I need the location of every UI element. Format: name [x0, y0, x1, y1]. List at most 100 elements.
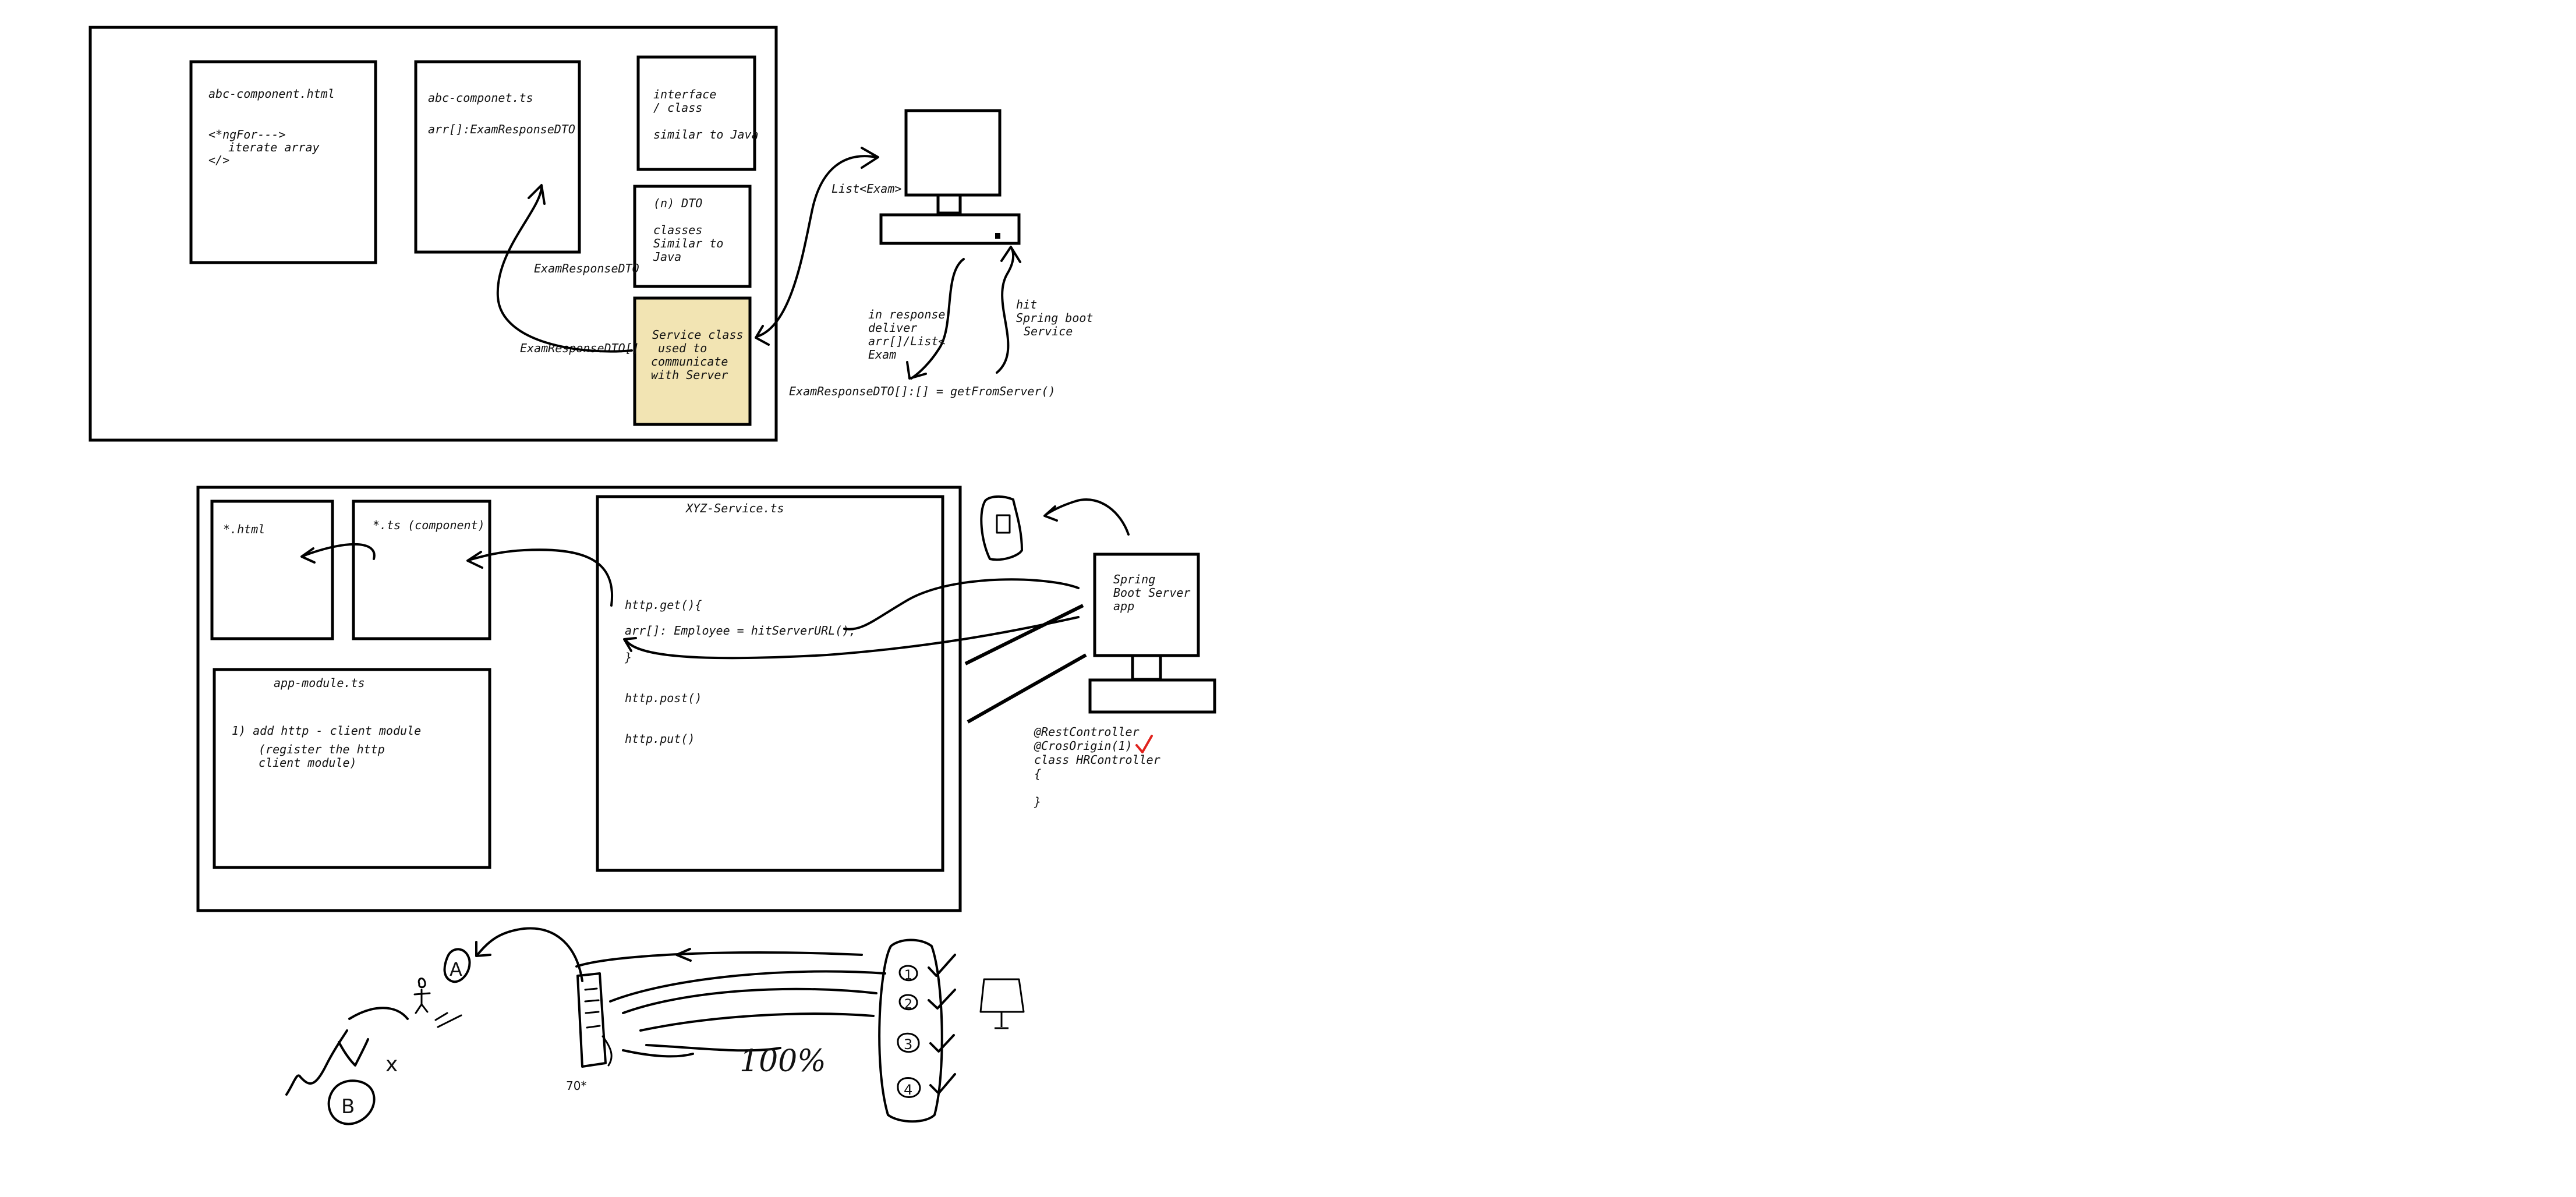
check-4-box	[897, 1077, 921, 1098]
arrow-to-b	[348, 1007, 409, 1020]
server-computer: Spring Boot Server app	[1088, 553, 1216, 714]
xyz-service-title: XYZ-Service.ts	[685, 501, 784, 515]
hit-line1: hit	[1016, 298, 1037, 311]
service-line4: with Server	[651, 368, 728, 382]
dto-line4: Java	[653, 250, 681, 264]
response-line2: deliver	[868, 321, 917, 335]
check-2-box	[898, 994, 918, 1011]
hundred-small: 70*	[566, 1079, 586, 1093]
dto-box	[633, 185, 752, 288]
top-computer	[879, 109, 1021, 245]
arrow-arr-return-head	[623, 637, 637, 652]
arrow-arc-to-a	[476, 927, 583, 982]
abc-html-box	[189, 60, 377, 264]
arrow-hit	[996, 246, 1015, 374]
code-line4: {	[1034, 767, 1041, 781]
service-line3: communicate	[651, 355, 728, 369]
arrow-server-to-arr	[843, 578, 1080, 631]
ts-component-box	[352, 500, 491, 640]
abc-html-line2: iterate array	[228, 140, 320, 154]
abc-html-title: abc-component.html	[208, 87, 335, 101]
abc-html-line3: </>	[208, 153, 229, 167]
server-stand	[1131, 654, 1162, 681]
label-exam-response-dto-array: ExamResponseDTO[]	[520, 341, 639, 355]
server-line1: Spring	[1113, 572, 1155, 586]
server-line2: Boot Server	[1113, 586, 1190, 600]
circle-a	[443, 948, 471, 983]
middle-frame-group: *.html *.ts (component) app-module.ts 1)…	[196, 486, 962, 912]
middle-outer-frame	[196, 486, 962, 912]
dto-line3: Similar to	[653, 236, 723, 250]
label-list-exam: List<Exam>	[831, 182, 901, 196]
abc-html-line1: <*ngFor--->	[208, 128, 285, 141]
response-line3: arr[]/List<	[868, 334, 945, 348]
server-monitor	[1093, 553, 1200, 657]
service-line2: used to	[658, 341, 707, 355]
label-exam-response-dto: ExamResponseDTO	[534, 261, 639, 275]
phone-inner	[996, 514, 1011, 534]
sketch-stroke-1	[609, 970, 886, 1003]
check-3-num: 3	[904, 1036, 912, 1053]
dto-line2: classes	[653, 223, 702, 237]
arrow-ts-to-html-head	[300, 547, 316, 564]
sketch-stroke-3	[639, 1012, 875, 1032]
tall-object	[576, 972, 607, 1068]
check-1-box	[898, 965, 918, 982]
arrow-response	[910, 258, 965, 380]
sketch-stroke-5	[622, 1049, 694, 1058]
checklist-outline	[878, 939, 943, 1123]
arrow-to-phone-head	[1043, 505, 1058, 522]
arrow-service-to-ts	[496, 185, 633, 353]
hit-line2: Spring boot	[1016, 311, 1093, 325]
big-check-2	[338, 1038, 369, 1067]
code-line1: @RestController	[1034, 725, 1140, 739]
service-class-box	[633, 296, 752, 426]
arrow-service-to-ts-head	[528, 184, 546, 205]
arrow-ts-to-html	[302, 543, 376, 560]
arrow-xyz-to-ts	[468, 548, 614, 607]
top-outer-frame	[89, 26, 778, 442]
abc-ts-line1: arr[]:ExamResponseDTO	[428, 122, 575, 136]
sketch-stroke-2	[622, 987, 877, 1014]
html-box-label: *.html	[223, 522, 265, 536]
arrow-response-head	[906, 361, 927, 380]
top-computer-led	[995, 233, 1000, 239]
check-4-mark	[929, 1073, 956, 1095]
top-computer-base	[879, 213, 1021, 245]
xyz-http-post: http.post()	[625, 691, 702, 705]
sketch-stroke-4	[645, 1044, 781, 1052]
xyz-close: }	[624, 650, 632, 664]
interface-line3: similar to Java	[653, 128, 759, 141]
check-1-mark	[928, 954, 956, 977]
app-module-line3: client module)	[259, 756, 357, 770]
tall-object-lines	[584, 987, 601, 1029]
bottom-sketch: A x B 70* 100% 1	[285, 927, 1025, 1125]
check-4-num: 4	[904, 1082, 912, 1098]
response-line4: Exam	[868, 348, 896, 362]
connector-line-2	[967, 653, 1087, 724]
response-line1: in response	[868, 307, 945, 321]
xyz-arr-line: arr[]: Employee = hitServerURL();	[625, 624, 856, 638]
stick-lines	[434, 1012, 462, 1028]
service-line1: Service class	[652, 328, 744, 342]
xyz-service-box	[596, 495, 944, 872]
arrow-xyz-to-ts-head	[466, 551, 483, 569]
html-box	[210, 500, 334, 640]
check-2-mark	[928, 989, 956, 1010]
code-line2: @CrosOrigin(1)	[1034, 739, 1133, 753]
connector-line-1	[964, 604, 1084, 665]
xyz-http-put: http.put()	[625, 732, 695, 746]
code-line5: }	[1034, 795, 1041, 809]
interface-box	[636, 55, 756, 171]
circle-a-label: A	[450, 958, 462, 980]
app-module-title: app-module.ts	[274, 676, 365, 690]
check-2-num: 2	[904, 997, 912, 1012]
circle-b-label: B	[341, 1095, 355, 1118]
dto-line1: (n) DTO	[653, 196, 702, 210]
hit-line3: Service	[1024, 324, 1073, 338]
interface-line2: / class	[653, 101, 702, 115]
arrow-service-to-computer	[756, 155, 877, 338]
phone-doodle	[980, 495, 1023, 561]
check-3-mark	[929, 1034, 955, 1053]
